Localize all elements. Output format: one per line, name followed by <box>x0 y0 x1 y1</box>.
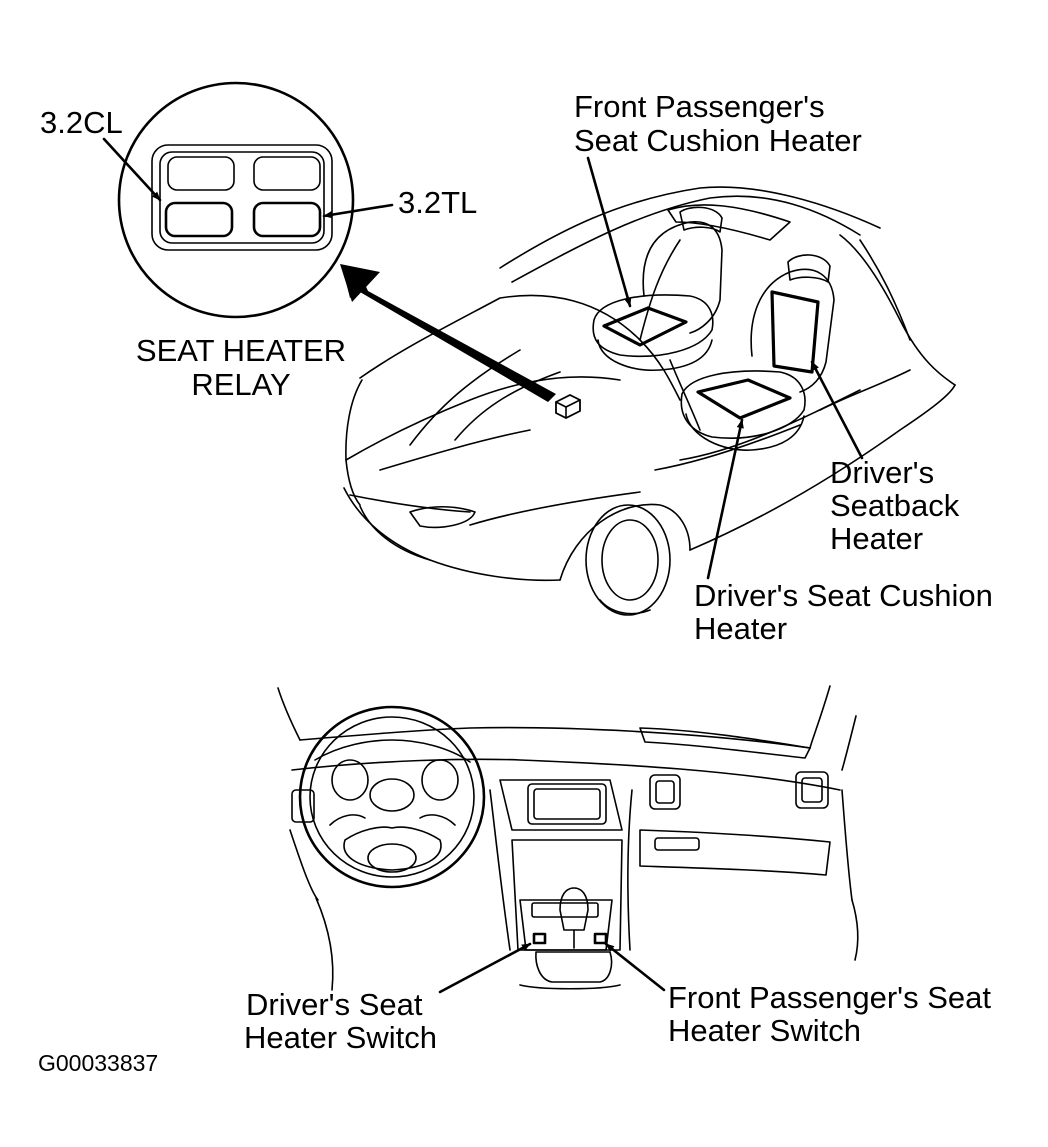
dashboard-illustration <box>277 685 859 991</box>
car-illustration <box>343 186 956 616</box>
label-driver-seatback-2: Seatback <box>830 488 960 523</box>
arrow-driver-cushion <box>706 418 744 580</box>
arrow-3-2tl <box>322 203 394 219</box>
arrow-driver-seatback <box>810 360 864 460</box>
label-front-passenger-cushion-2: Seat Cushion Heater <box>574 123 862 158</box>
label-driver-cushion-2: Heater <box>694 611 788 646</box>
relay-terminal-3-2cl <box>164 201 234 238</box>
relay-terminal-3-2tl <box>252 201 322 238</box>
arrow-driver-switch <box>438 942 532 994</box>
label-3-2cl: 3.2CL <box>40 105 123 140</box>
relay-title-line2: RELAY <box>191 367 291 402</box>
relay-box <box>555 393 581 420</box>
driver-seat-heater-switch <box>532 932 547 945</box>
steering-wheel <box>298 705 486 889</box>
passenger-seat-heater-switch <box>593 932 608 945</box>
front-passenger-seat <box>592 206 723 371</box>
label-passenger-switch-1: Front Passenger's Seat <box>668 980 991 1015</box>
label-passenger-switch-2: Heater Switch <box>668 1013 861 1048</box>
driver-seat <box>680 254 835 451</box>
relay-terminal <box>253 156 321 191</box>
relay-callout-circle <box>117 81 355 319</box>
arrow-passenger-switch <box>604 942 666 992</box>
arrow-passenger-cushion <box>586 156 632 308</box>
label-driver-switch-1: Driver's Seat <box>246 987 423 1022</box>
label-3-2tl: 3.2TL <box>398 185 478 220</box>
passenger-cushion-heater-pad <box>602 306 688 347</box>
label-front-passenger-cushion-1: Front Passenger's <box>574 89 825 124</box>
relay-terminal <box>167 156 235 191</box>
relay-locator-arrow <box>340 264 556 402</box>
label-driver-switch-2: Heater Switch <box>244 1020 437 1055</box>
label-driver-cushion-1: Driver's Seat Cushion <box>694 578 993 613</box>
label-driver-seatback-3: Heater <box>830 521 924 556</box>
label-driver-seatback-1: Driver's <box>830 455 935 490</box>
driver-seatback-heater-pad <box>770 290 820 374</box>
arrow-3-2cl <box>102 137 162 202</box>
relay-title-line1: SEAT HEATER <box>135 333 347 368</box>
figure-id: G00033837 <box>38 1050 159 1076</box>
driver-cushion-heater-pad <box>696 378 792 420</box>
